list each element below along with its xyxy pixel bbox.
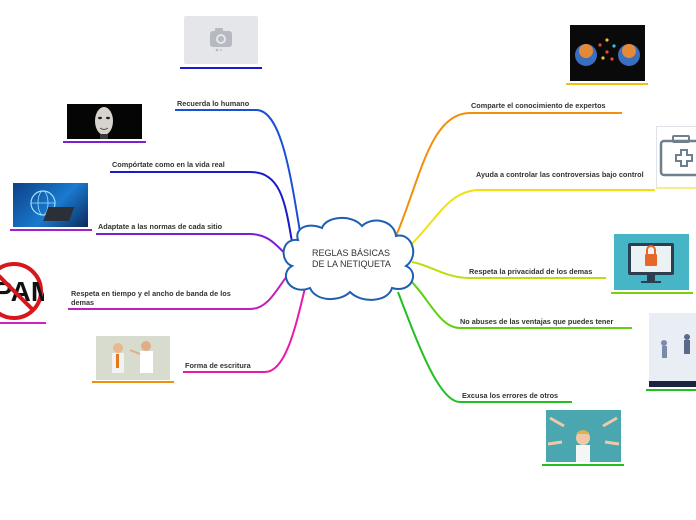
image-advantages[interactable] (649, 313, 696, 387)
pointing-fingers-icon (546, 410, 621, 462)
branch-label-comparte[interactable]: Comparte el conocimiento de expertos (471, 101, 606, 110)
branch-label-adaptate[interactable]: Adaptate a las normas de cada sitio (98, 222, 222, 231)
image-no-spam[interactable]: PAM (0, 259, 44, 321)
people-icon (649, 313, 696, 387)
branch-label-comportate[interactable]: Compórtate como en la vida real (112, 160, 225, 169)
branch-label-respeta-tiempo[interactable]: Respeta en tiempo y el ancho de banda de… (71, 289, 241, 307)
branch-label-no-abuses[interactable]: No abuses de las ventajas que puedes ten… (460, 317, 613, 326)
brains-icon (570, 25, 645, 81)
image-laptop-globe[interactable] (13, 183, 88, 227)
central-topic[interactable]: REGLAS BÁSICAS DE LA NETIQUETA (312, 248, 404, 270)
no-spam-icon: PAM (0, 259, 44, 321)
image-placeholder-camera[interactable] (184, 16, 258, 64)
branch-line-recuerda (175, 110, 300, 232)
image-mask[interactable] (67, 104, 142, 139)
arguing-people-icon (96, 336, 170, 380)
spam-text: PAM (0, 276, 44, 307)
lock-icon (614, 234, 689, 290)
branch-label-recuerda[interactable]: Recuerda lo humano (177, 99, 249, 108)
branch-label-privacidad[interactable]: Respeta la privacidad de los demas (469, 267, 592, 276)
branch-label-forma[interactable]: Forma de escritura (185, 361, 251, 370)
image-privacy-monitor[interactable] (614, 234, 689, 290)
image-experts-brains[interactable] (570, 25, 645, 81)
branch-line-adaptate (96, 234, 288, 256)
mask-icon (67, 104, 142, 139)
branch-label-excusa[interactable]: Excusa los errores de otros (462, 391, 558, 400)
globe-icon (13, 183, 88, 227)
first-aid-icon (657, 127, 696, 187)
branch-line-comportate (110, 172, 292, 242)
image-first-aid[interactable] (656, 126, 696, 188)
camera-icon (184, 16, 258, 64)
image-arguing-people[interactable] (96, 336, 170, 380)
branch-label-ayuda[interactable]: Ayuda a controlar las controversias bajo… (476, 170, 644, 179)
image-pointing-fingers[interactable] (546, 410, 621, 462)
branch-line-excusa (398, 292, 572, 402)
